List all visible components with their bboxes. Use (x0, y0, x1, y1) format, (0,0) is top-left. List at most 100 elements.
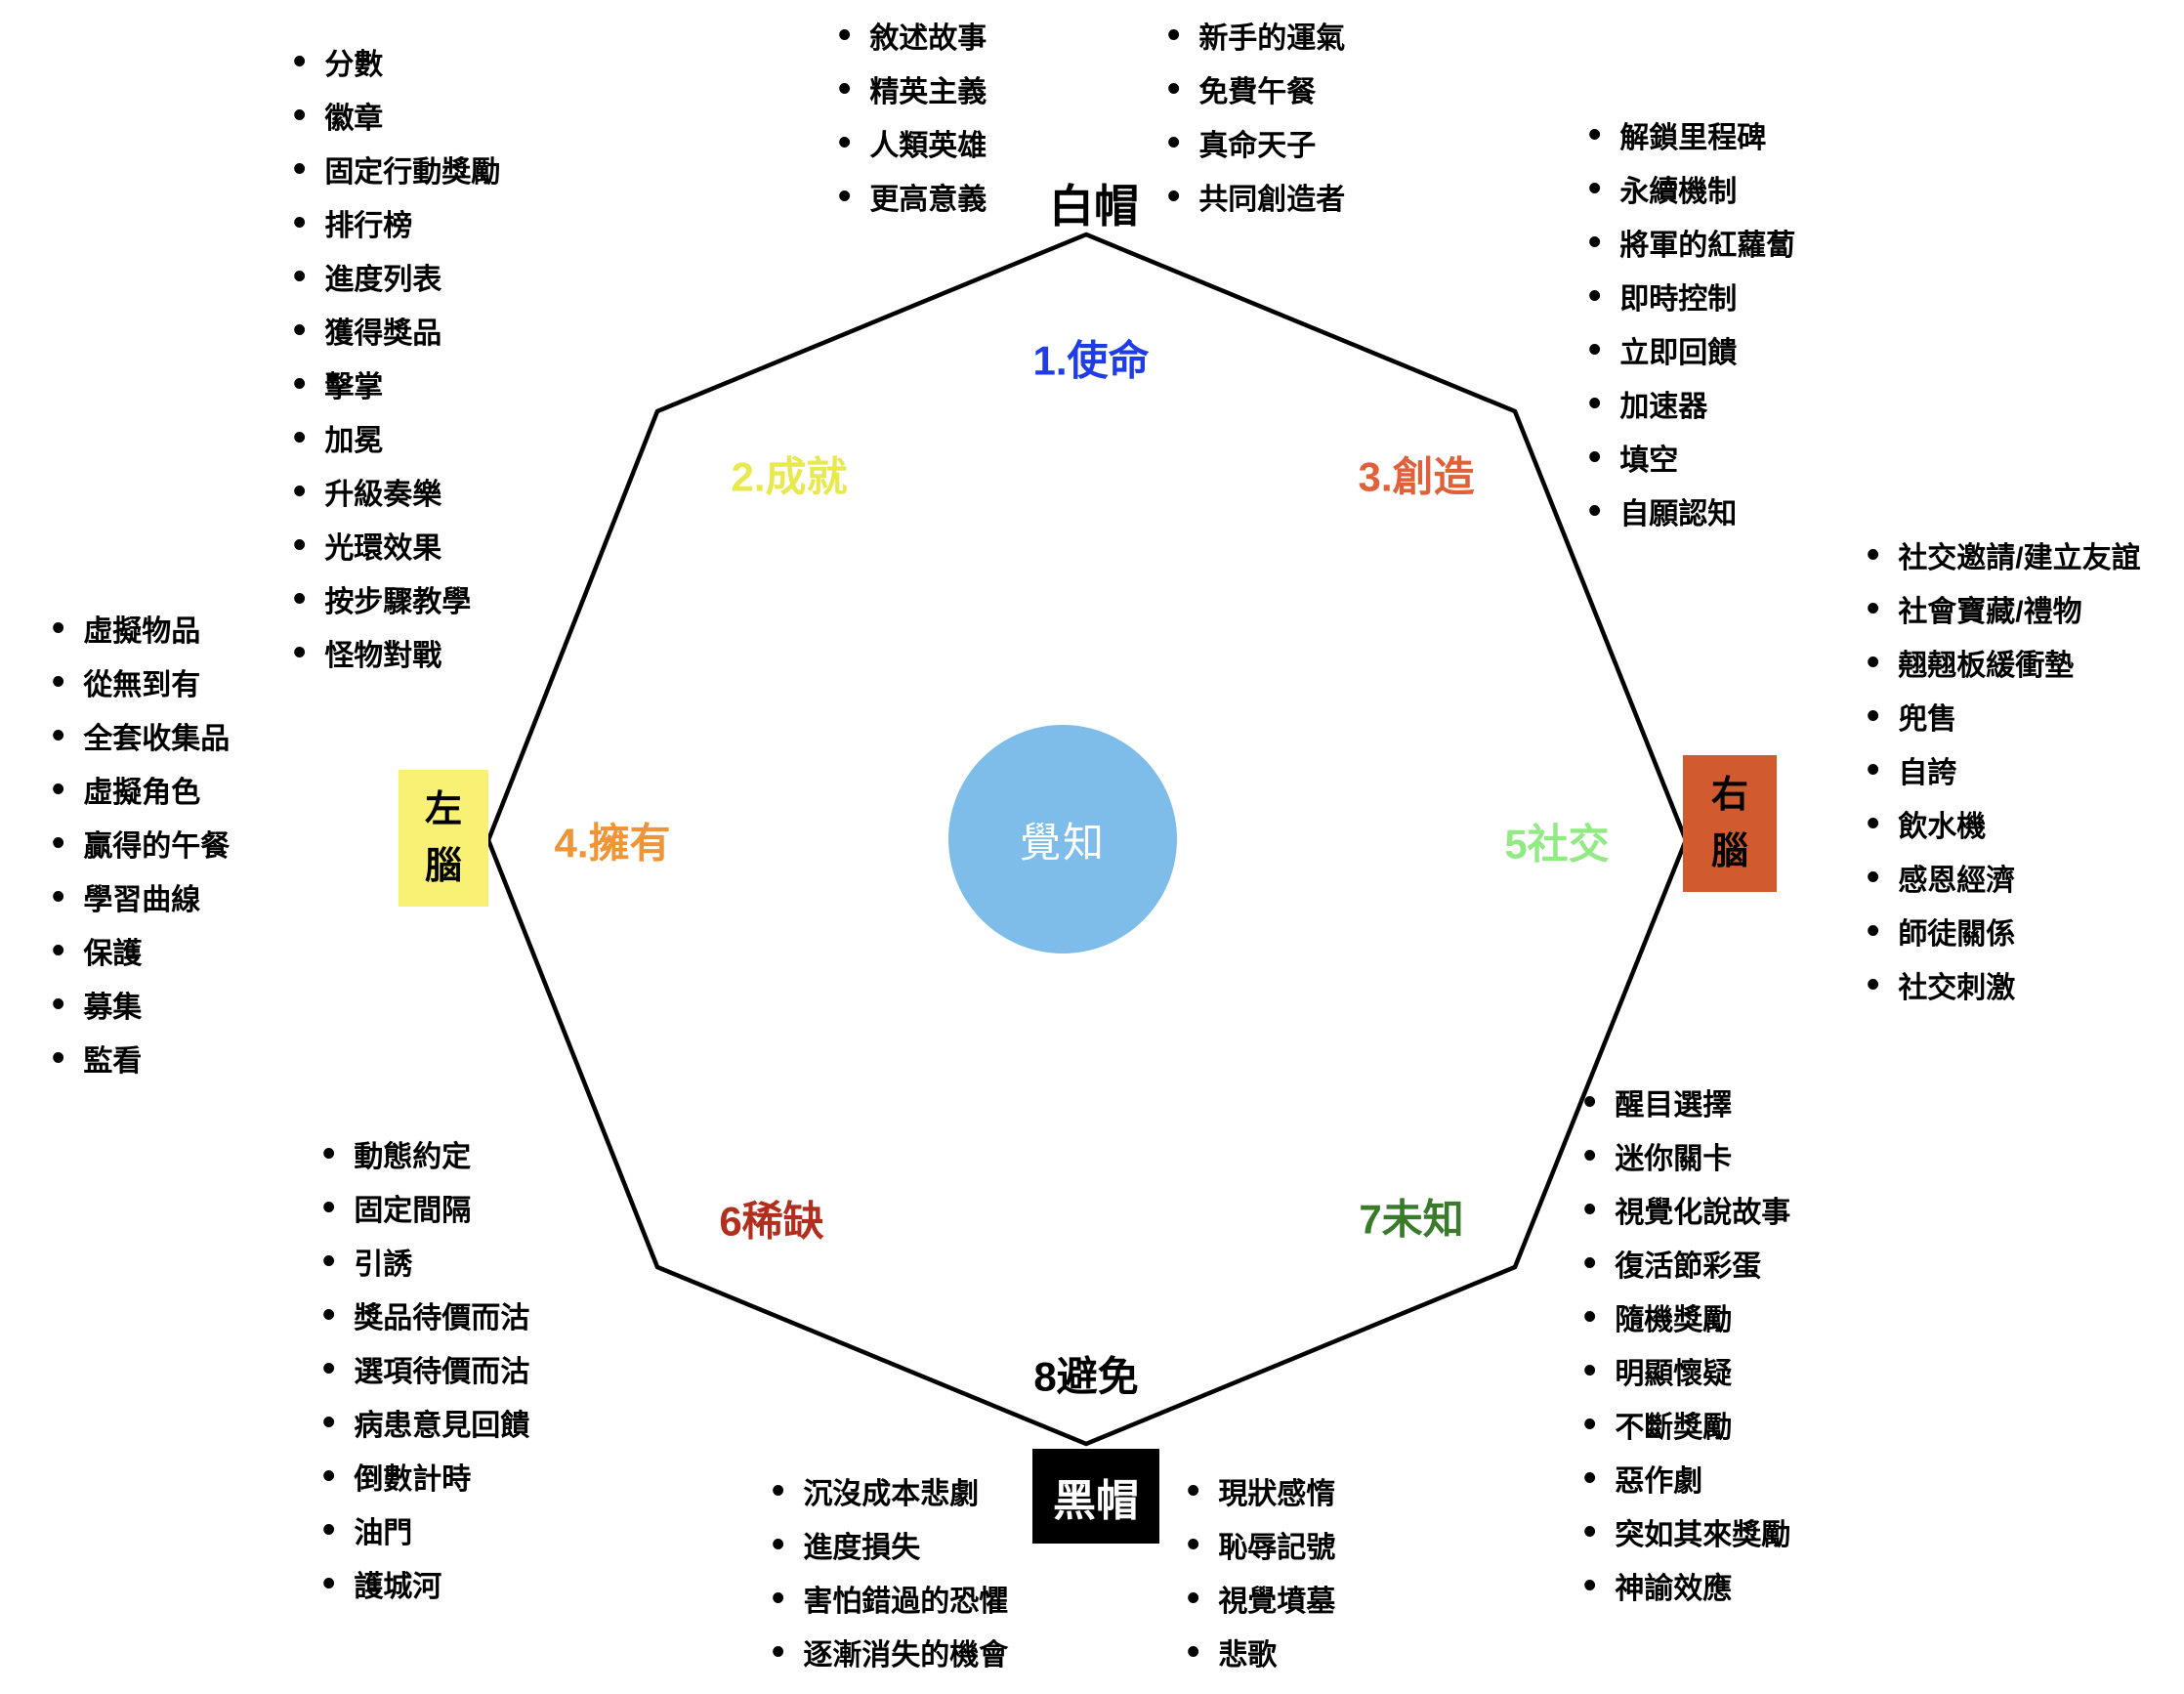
technique-item: 解鎖里程碑 (1588, 107, 1795, 161)
technique-item: 護城河 (322, 1556, 529, 1610)
mission-techniques-list-left: 敘述故事精英主義人類英雄更高意義 (838, 8, 987, 223)
technique-item: 進度損失 (772, 1517, 1008, 1571)
technique-item: 害怕錯過的恐懼 (772, 1571, 1008, 1625)
drive-label-unpredictability: 7未知 (1359, 1196, 1464, 1243)
black-hat-text: 黑帽 (1053, 1476, 1139, 1525)
drive-label-scarcity: 6稀缺 (719, 1198, 824, 1245)
technique-item: 獲得獎品 (293, 303, 500, 357)
technique-item: 自願認知 (1588, 484, 1795, 537)
technique-item: 選項待價而沽 (322, 1341, 529, 1395)
avoidance-techniques-list-left: 沉沒成本悲劇進度損失害怕錯過的恐懼逐漸消失的機會 (772, 1463, 1008, 1678)
technique-item: 突如其來獎勵 (1583, 1504, 1790, 1558)
technique-item: 免費午餐 (1167, 62, 1345, 115)
technique-item: 神諭效應 (1583, 1558, 1790, 1612)
technique-item: 師徒關係 (1867, 904, 2141, 957)
technique-item: 學習曲線 (52, 869, 230, 923)
octagon-shape (485, 232, 1689, 1447)
technique-item: 視覺墳墓 (1187, 1571, 1335, 1625)
mission-techniques-list-right: 新手的運氣免費午餐真命天子共同創造者 (1167, 8, 1345, 223)
technique-item: 社會寶藏/禮物 (1867, 581, 2141, 635)
technique-item: 排行榜 (293, 195, 500, 249)
technique-item: 獎品待價而沽 (322, 1288, 529, 1341)
technique-item: 虛擬物品 (52, 601, 230, 655)
technique-item: 進度列表 (293, 249, 500, 303)
technique-item: 復活節彩蛋 (1583, 1236, 1790, 1290)
technique-item: 更高意義 (838, 169, 987, 223)
drive-label-ownership: 4.擁有 (554, 820, 671, 867)
technique-item: 動態約定 (322, 1126, 529, 1180)
technique-item: 病患意見回饋 (322, 1395, 529, 1449)
technique-item: 虛擬角色 (52, 762, 230, 816)
technique-item: 自誇 (1867, 742, 2141, 796)
technique-item: 分數 (293, 34, 500, 88)
technique-item: 社交刺激 (1867, 957, 2141, 1011)
technique-item: 引誘 (322, 1234, 529, 1288)
technique-item: 逐漸消失的機會 (772, 1625, 1008, 1678)
technique-item: 隨機獎勵 (1583, 1290, 1790, 1343)
technique-item: 社交邀請/建立友誼 (1867, 528, 2140, 581)
technique-item: 保護 (52, 923, 230, 977)
technique-item: 現狀感惰 (1187, 1463, 1335, 1517)
technique-item: 即時控制 (1588, 269, 1795, 322)
technique-item: 共同創造者 (1167, 169, 1345, 223)
technique-item: 視覺化說故事 (1583, 1182, 1790, 1236)
technique-item: 從無到有 (52, 655, 230, 708)
left-brain-line1: 左 (424, 789, 462, 830)
technique-item: 立即回饋 (1588, 322, 1795, 376)
drive-label-social: 5社交 (1504, 821, 1610, 868)
technique-item: 新手的運氣 (1167, 8, 1345, 62)
technique-item: 固定間隔 (322, 1180, 529, 1234)
technique-item: 沉沒成本悲劇 (772, 1463, 1008, 1517)
technique-item: 加速器 (1588, 376, 1795, 430)
technique-item: 填空 (1588, 430, 1795, 484)
technique-item: 徽章 (293, 88, 500, 142)
technique-item: 擊掌 (293, 357, 500, 410)
technique-item: 監看 (52, 1031, 230, 1084)
technique-item: 光環效果 (293, 518, 500, 572)
technique-item: 不斷獎勵 (1583, 1397, 1790, 1451)
accomplishment-techniques-list: 分數徽章固定行動獎勵排行榜進度列表獲得獎品擊掌加冕升級奏樂光環效果按步驟教學怪物… (293, 34, 500, 679)
right-brain-line2: 腦 (1710, 831, 1748, 872)
right-brain-label: 右 腦 (1683, 755, 1777, 892)
technique-item: 敘述故事 (838, 8, 987, 62)
left-brain-line2: 腦 (424, 846, 462, 887)
black-hat-label: 黑帽 (1032, 1449, 1159, 1544)
empowerment-techniques-list: 解鎖里程碑永續機制將軍的紅蘿蔔即時控制立即回饋加速器填空自願認知 (1588, 107, 1795, 537)
technique-item: 飲水機 (1867, 796, 2141, 850)
technique-item: 全套收集品 (52, 708, 230, 762)
technique-item: 將軍的紅蘿蔔 (1588, 215, 1795, 269)
technique-item: 怪物對戰 (293, 625, 500, 679)
drive-label-accomplishment: 2.成就 (731, 453, 848, 500)
technique-item: 明顯懷疑 (1583, 1343, 1790, 1397)
social-techniques-list: 社交邀請/建立友誼社會寶藏/禮物翹翹板緩衝墊兜售自誇飲水機感恩經濟師徒關係社交刺… (1867, 528, 2141, 1011)
technique-item: 按步驟教學 (293, 572, 500, 625)
technique-item: 加冕 (293, 410, 500, 464)
technique-item: 倒數計時 (322, 1449, 529, 1503)
drive-label-mission: 1.使命 (1032, 337, 1150, 384)
drive-label-avoidance: 8避免 (1033, 1353, 1139, 1400)
technique-item: 悲歌 (1187, 1625, 1335, 1678)
scarcity-techniques-list: 動態約定固定間隔引誘獎品待價而沽選項待價而沽病患意見回饋倒數計時油門護城河 (322, 1126, 529, 1610)
technique-item: 固定行動獎勵 (293, 142, 500, 195)
technique-item: 迷你關卡 (1583, 1128, 1790, 1182)
technique-item: 募集 (52, 977, 230, 1031)
drive-label-empowerment: 3.創造 (1358, 453, 1475, 500)
unpredictability-techniques-list: 醒目選擇迷你關卡視覺化說故事復活節彩蛋隨機獎勵明顯懷疑不斷獎勵惡作劇突如其來獎勵… (1583, 1075, 1790, 1612)
white-hat-label: 白帽 (1049, 181, 1139, 232)
left-brain-label: 左 腦 (399, 770, 488, 907)
center-awareness-label: 覺知 (1019, 819, 1106, 866)
technique-item: 翹翹板緩衝墊 (1867, 635, 2141, 689)
technique-item: 真命天子 (1167, 115, 1345, 169)
ownership-techniques-list: 虛擬物品從無到有全套收集品虛擬角色贏得的午餐學習曲線保護募集監看 (52, 601, 230, 1084)
technique-item: 油門 (322, 1503, 529, 1556)
technique-item: 兜售 (1867, 689, 2141, 742)
technique-item: 精英主義 (838, 62, 987, 115)
technique-item: 感恩經濟 (1867, 850, 2141, 904)
technique-item: 惡作劇 (1583, 1451, 1790, 1504)
technique-item: 升級奏樂 (293, 464, 500, 518)
technique-item: 人類英雄 (838, 115, 987, 169)
technique-item: 醒目選擇 (1583, 1075, 1790, 1128)
right-brain-line1: 右 (1710, 775, 1748, 816)
